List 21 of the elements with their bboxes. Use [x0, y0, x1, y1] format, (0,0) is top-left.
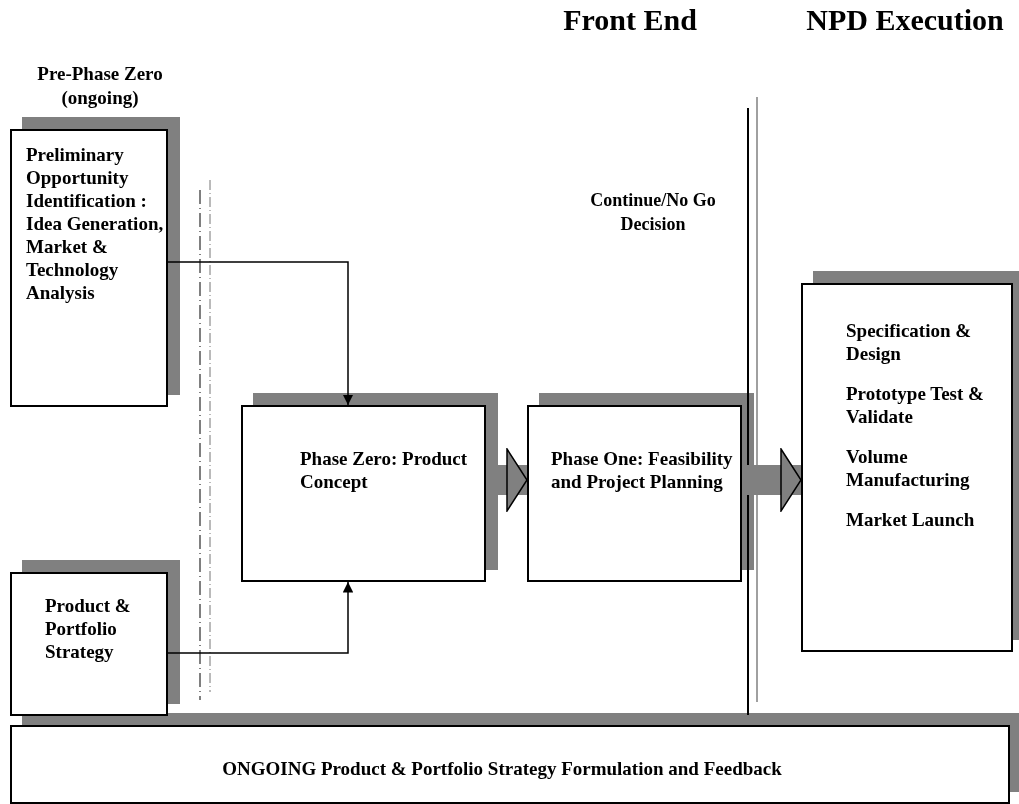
- node-text: Phase Zero: Product Concept: [300, 447, 469, 493]
- arrow: [167, 261, 354, 406]
- process-box: [10, 129, 168, 407]
- arrow: [167, 581, 354, 654]
- column-heading: Front End: [562, 2, 698, 38]
- node-text: Market Launch: [846, 508, 975, 531]
- node-text: Phase One: Feasibility and Project Planning: [551, 447, 734, 493]
- node-text: Volume Manufacturing: [846, 445, 971, 491]
- process-box: [527, 405, 742, 582]
- node-text: ONGOING Product & Portfolio Strategy Formulation and Feedback: [221, 757, 783, 780]
- column-heading: NPD Execution: [805, 2, 1005, 38]
- process-box: [801, 283, 1013, 652]
- node-text: Product & Portfolio Strategy: [45, 594, 132, 663]
- process-box: [10, 725, 1010, 804]
- decision-label: Continue/No Go Decision: [589, 189, 717, 236]
- process-box: [241, 405, 486, 582]
- node-text: Preliminary Opportunity Identification : Idea Generation, Market & Technology Analysis: [26, 143, 164, 304]
- column-heading: Pre-Phase Zero (ongoing): [36, 62, 164, 110]
- node-text: Prototype Test & Validate: [846, 382, 985, 428]
- node-text: Specification & Design: [846, 319, 973, 365]
- process-box: [10, 572, 168, 716]
